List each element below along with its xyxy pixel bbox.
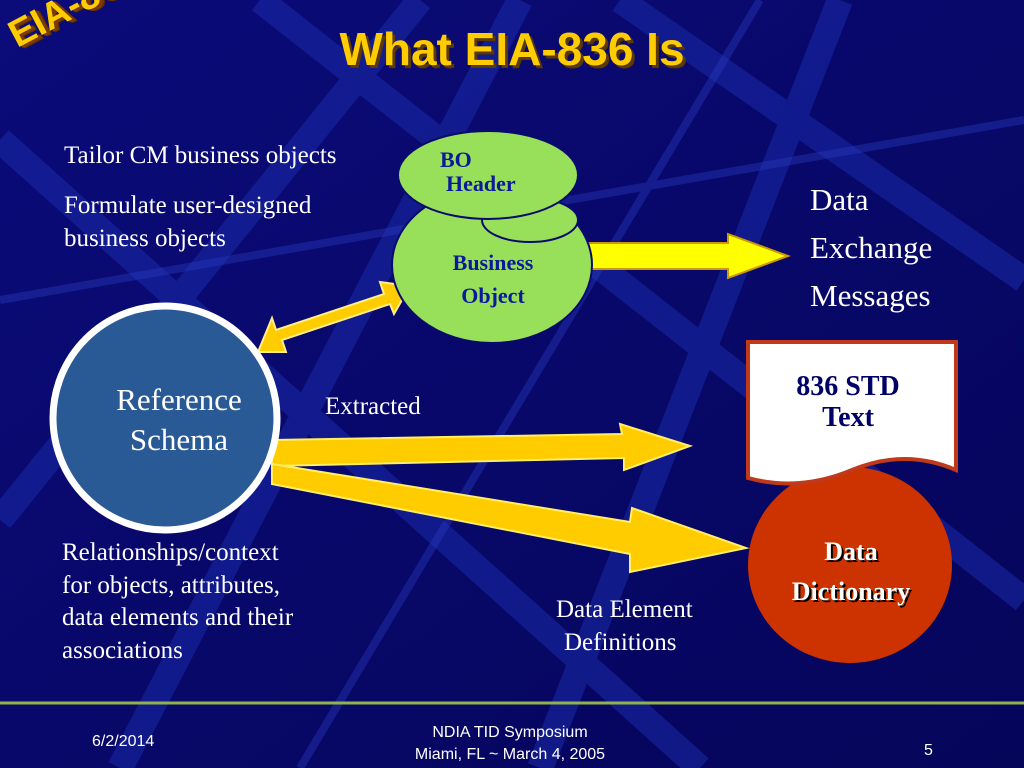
relationships-line1: Relationships/context (62, 539, 279, 566)
data-exchange-line2: Exchange (810, 230, 933, 266)
extracted-label: Extracted (325, 393, 421, 420)
relationships-note: Relationships/context for objects, attri… (62, 537, 293, 667)
bo-header-ellipse (397, 130, 579, 220)
footer-event-line2: Miami, FL ~ March 4, 2005 (414, 745, 606, 763)
data-exchange-line3: Messages (810, 278, 931, 314)
std-text-line1: 836 STD (796, 371, 900, 402)
footer-event-line1: NDIA TID Symposium (432, 724, 588, 741)
relationships-line2: for objects, attributes, (62, 571, 280, 599)
data-dictionary-line2: Dictionary (791, 577, 911, 607)
bo-header-line2: Header (446, 171, 516, 197)
arrow-to-std-text (271, 422, 694, 472)
reference-schema-line2: Schema (129, 422, 229, 458)
bo-header-line1: BO (440, 147, 472, 172)
arrow-to-data-dictionary (271, 462, 750, 574)
note-formulate: Formulate user-designed business objects (64, 190, 311, 255)
std-text-line2: Text (822, 401, 874, 433)
data-element-line2: Definitions (564, 628, 677, 656)
std-text-document (746, 340, 958, 486)
note-formulate-line1: Formulate user-designed (64, 192, 312, 219)
footer-date: 6/2/2014 (92, 733, 155, 750)
business-object-label: Business Object (430, 246, 556, 312)
data-dictionary-label: Data Dictionary (760, 532, 942, 613)
reference-schema-label: Reference Schema (92, 380, 266, 461)
relationships-line4: associations (62, 636, 183, 664)
data-element-line1: Data Element (556, 596, 693, 623)
data-element-definitions-label: Data Element Definitions (556, 594, 693, 659)
data-dictionary-circle (748, 467, 952, 663)
bo-header-label: BO Header (440, 147, 550, 197)
note-tailor-text: Tailor CM business objects (64, 142, 337, 169)
business-object-line1: Business (452, 250, 534, 275)
data-exchange-line1: Data (810, 182, 869, 217)
std-text-label: 836 STD Text (768, 371, 928, 434)
slide-title: What EIA-836 Is (339, 23, 685, 75)
note-formulate-line2: business objects (64, 224, 226, 252)
data-exchange-messages-label: Data Exchange Messages (810, 176, 932, 320)
reference-schema-circle (49, 302, 281, 534)
reference-schema-line1: Reference (116, 382, 242, 417)
footer-event: NDIA TID Symposium Miami, FL ~ March 4, … (360, 722, 660, 765)
business-object-line2: Object (461, 283, 525, 308)
note-tailor: Tailor CM business objects (64, 140, 337, 173)
relationships-line3: data elements and their (62, 604, 294, 631)
data-dictionary-line1: Data (824, 537, 878, 566)
footer-page-number: 5 (924, 742, 933, 759)
